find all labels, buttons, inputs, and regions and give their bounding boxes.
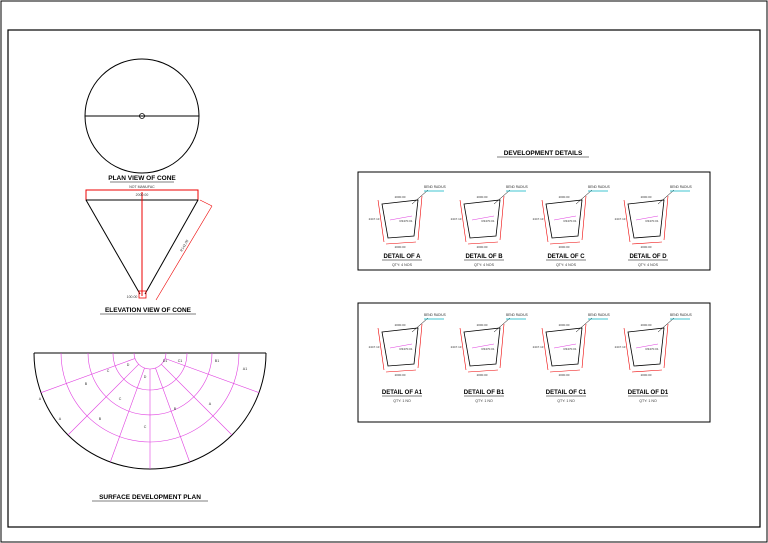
- detail-qty: QTY: 1 NO: [475, 399, 493, 403]
- detail-piece: BEND RADIUS2000.002000.00R3470.012447.13…: [533, 313, 610, 403]
- piece-dimension: 2000.00: [477, 245, 488, 249]
- detail-piece: BEND RADIUS2000.002000.00R3470.012447.13…: [451, 313, 528, 403]
- piece-dimension: R3470.01: [399, 219, 412, 223]
- bend-radius-note: BEND RADIUS: [588, 313, 610, 317]
- surface-region-label: D: [127, 363, 130, 367]
- surface-region-label: A: [39, 397, 42, 401]
- piece-dimension: 2000.00: [559, 245, 570, 249]
- elevation-view-title: ELEVATION VIEW OF CONE: [105, 307, 192, 314]
- piece-dimension: R3470.01: [645, 347, 658, 351]
- inner-frame: [7, 29, 761, 528]
- piece-dimension: 2000.00: [559, 373, 570, 377]
- detail-piece: BEND RADIUS2000.002000.00R3470.012447.13…: [615, 185, 692, 267]
- bend-radius-note: BEND RADIUS: [588, 185, 610, 189]
- surface-region-label: C: [144, 425, 147, 429]
- piece-dimension: 2000.00: [395, 245, 406, 249]
- detail-piece: BEND RADIUS2000.002000.00R3470.012447.13…: [369, 185, 446, 267]
- detail-piece: BEND RADIUS2000.002000.00R3470.012447.13…: [533, 185, 610, 267]
- detail-title: DETAIL OF B: [465, 254, 503, 260]
- piece-dimension: R3470.01: [481, 219, 494, 223]
- detail-piece: BEND RADIUS2000.002000.00R3470.012447.13…: [369, 313, 446, 403]
- detail-qty: QTY: 1 NO: [639, 399, 657, 403]
- piece-dimension: 2000.00: [641, 245, 652, 249]
- detail-piece: BEND RADIUS2000.002000.00R3470.012447.13…: [451, 185, 528, 267]
- piece-dimension: 2000.00: [641, 373, 652, 377]
- piece-dimension: 2000.00: [477, 373, 488, 377]
- bend-radius-note: BEND RADIUS: [424, 185, 446, 189]
- surface-region-label: B: [174, 407, 177, 411]
- detail-title: DETAIL OF D: [629, 254, 667, 260]
- piece-dimension: R3470.01: [563, 219, 576, 223]
- surface-region-label: C: [119, 397, 122, 401]
- piece-dimension: 2447.13: [451, 345, 462, 349]
- bend-radius-note: BEND RADIUS: [506, 185, 528, 189]
- surface-development-plan: A A B C D B C D C B A A1 B1 C1 D1 SURFACE DEVELOPMENT …: [33, 352, 267, 502]
- bend-radius-note: BEND RADIUS: [670, 313, 692, 317]
- detail-piece: BEND RADIUS2000.002000.00R3470.012447.13…: [615, 313, 692, 403]
- elevation-bottom-dim: 100.00: [127, 295, 138, 299]
- piece-dimension: 2000.00: [477, 323, 488, 327]
- details-bottom-box: [357, 302, 711, 423]
- piece-dimension: 2447.13: [369, 345, 380, 349]
- piece-dimension: R3470.01: [645, 219, 658, 223]
- surface-plan-title: SURFACE DEVELOPMENT PLAN: [99, 494, 201, 501]
- elevation-top-dim: 2000.00: [136, 193, 149, 197]
- surface-region-label: B: [85, 382, 88, 386]
- detail-title: DETAIL OF B1: [464, 390, 505, 396]
- development-details-title: DEVELOPMENT DETAILS: [504, 150, 583, 157]
- piece-dimension: 2000.00: [641, 195, 652, 199]
- detail-title: DETAIL OF A: [384, 254, 422, 260]
- piece-dimension: 2000.00: [559, 195, 570, 199]
- piece-dimension: 2447.13: [615, 345, 626, 349]
- piece-dimension: 2447.13: [451, 217, 462, 221]
- surface-region-label: A1: [243, 367, 247, 371]
- detail-qty: QTY: 4 NOS: [556, 263, 577, 267]
- details-top-box: [357, 171, 711, 271]
- detail-qty: QTY: 1 NO: [557, 399, 575, 403]
- detail-qty: QTY: 4 NOS: [638, 263, 659, 267]
- surface-region-label: D: [144, 375, 147, 379]
- piece-dimension: 2447.13: [533, 345, 544, 349]
- bend-radius-note: BEND RADIUS: [506, 313, 528, 317]
- piece-dimension: 2000.00: [395, 373, 406, 377]
- surface-region-label: C1: [178, 359, 183, 363]
- detail-qty: QTY: 1 NO: [393, 399, 411, 403]
- detail-qty: QTY: 4 NOS: [474, 263, 495, 267]
- piece-dimension: 2447.13: [369, 217, 380, 221]
- surface-region-label: B1: [215, 359, 219, 363]
- surface-region-label: C: [107, 369, 110, 373]
- surface-region-label: D1: [163, 359, 168, 363]
- piece-dimension: 2000.00: [559, 323, 570, 327]
- elevation-slant-dim: R142.00: [179, 239, 189, 253]
- piece-dimension: 2000.00: [477, 195, 488, 199]
- detail-title: DETAIL OF C: [547, 254, 585, 260]
- surface-region-label: A: [209, 402, 212, 406]
- piece-dimension: R3470.01: [481, 347, 494, 351]
- detail-title: DETAIL OF A1: [382, 390, 423, 396]
- piece-dimension: 2447.13: [533, 217, 544, 221]
- bend-radius-note: BEND RADIUS: [424, 313, 446, 317]
- piece-dimension: R3470.01: [563, 347, 576, 351]
- piece-dimension: 2000.00: [395, 195, 406, 199]
- plan-view: PLAN VIEW OF CONE: [84, 58, 200, 183]
- detail-qty: QTY: 4 NOS: [392, 263, 413, 267]
- plan-view-title: PLAN VIEW OF CONE: [108, 175, 176, 182]
- svg-text:NOT MANUFAC: NOT MANUFAC: [129, 185, 155, 189]
- piece-dimension: R3470.01: [399, 347, 412, 351]
- piece-dimension: 2447.13: [615, 217, 626, 221]
- detail-title: DETAIL OF C1: [546, 390, 587, 396]
- piece-dimension: 2000.00: [395, 323, 406, 327]
- detail-title: DETAIL OF D1: [628, 390, 669, 396]
- surface-region-label: B: [99, 417, 102, 421]
- piece-dimension: 2000.00: [641, 323, 652, 327]
- elevation-view: NOT MANUFAC 2000.00 R142.00 100.00 ELEVA…: [85, 185, 213, 315]
- bend-radius-note: BEND RADIUS: [670, 185, 692, 189]
- surface-region-label: A: [59, 417, 62, 421]
